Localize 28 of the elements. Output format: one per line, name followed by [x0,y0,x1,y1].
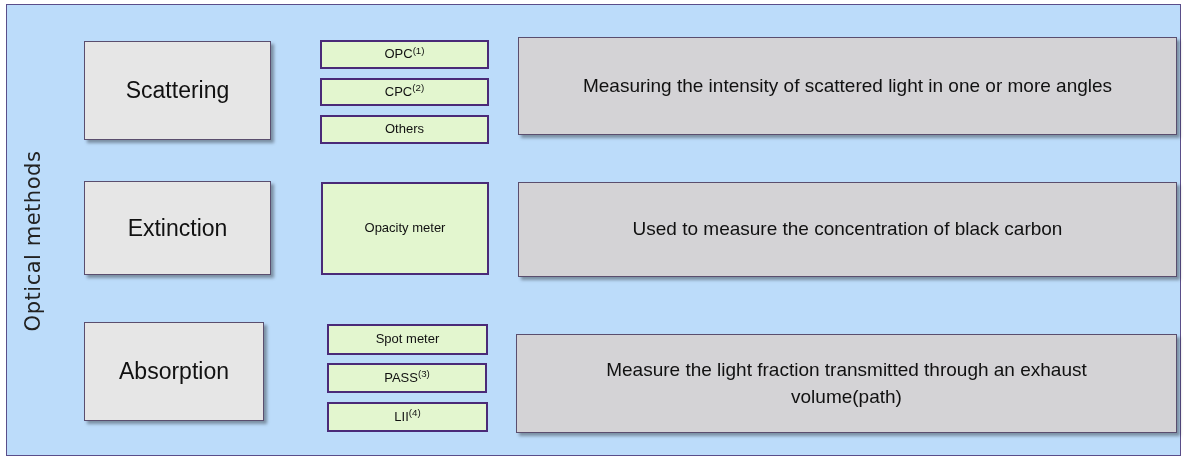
instrument-label: CPC$^{(2)}$ [384,83,425,101]
instrument-box [321,182,489,275]
method-label: Scattering [125,76,230,106]
description-box [516,334,1177,433]
instrument-label: OPC$^{(1)}$ [384,46,425,63]
instrument-label: Spot meter [375,331,440,348]
group-title: Optical methods [20,150,47,332]
description-box [518,182,1177,277]
method-box [84,41,271,140]
group-panel [6,4,1181,456]
instrument-box [320,40,489,69]
instrument-label: LII$^{(4)}$ [394,408,421,426]
description-text: Measure the light fraction transmitted through an exhaust volume(path) [605,358,1088,409]
instrument-box [320,115,489,144]
instrument-label: PASS$^{(3)}$ [384,369,430,387]
instrument-box [327,402,488,432]
description-text: Used to measure the concentration of black carbon [631,217,1064,242]
instrument-box [327,324,488,355]
description-text: Measuring the intensity of scattered light in one or more angles [581,73,1114,98]
instrument-box [320,78,489,106]
instrument-label: Opacity meter [364,220,446,237]
method-label: Absorption [119,357,229,387]
description-box [518,37,1177,135]
instrument-box [327,363,487,393]
method-box [84,322,264,421]
method-label: Extinction [127,213,228,243]
method-box [84,181,271,275]
instrument-label: Others [385,121,424,138]
